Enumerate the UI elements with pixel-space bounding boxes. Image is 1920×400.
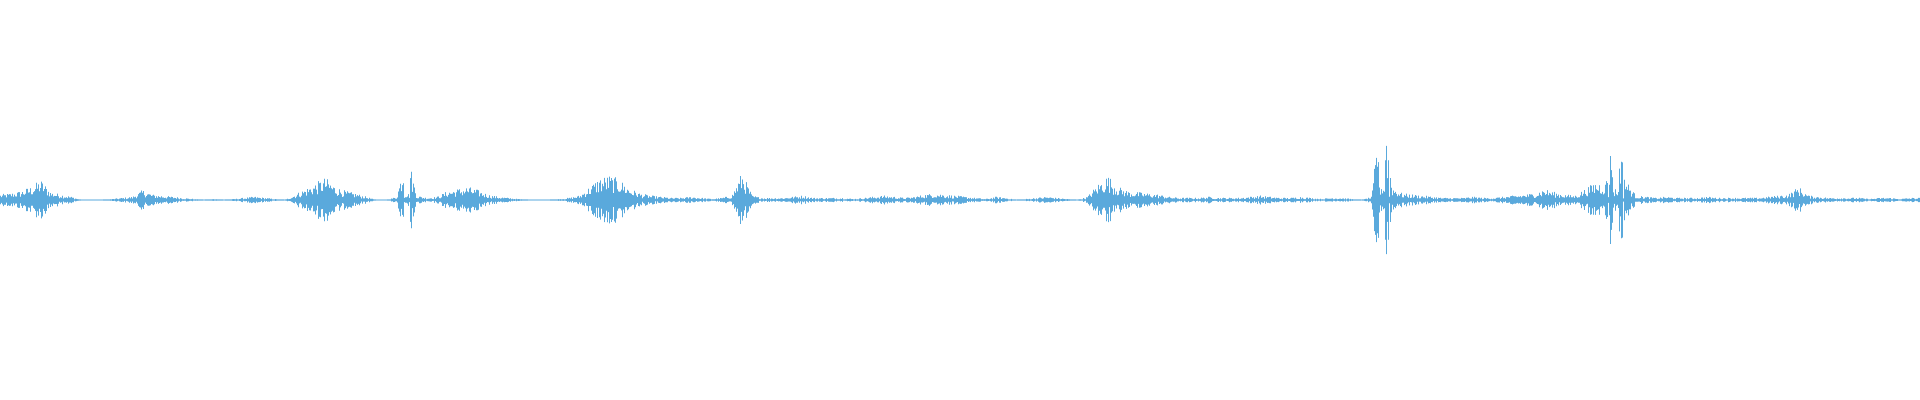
waveform-bars — [0, 145, 1920, 255]
